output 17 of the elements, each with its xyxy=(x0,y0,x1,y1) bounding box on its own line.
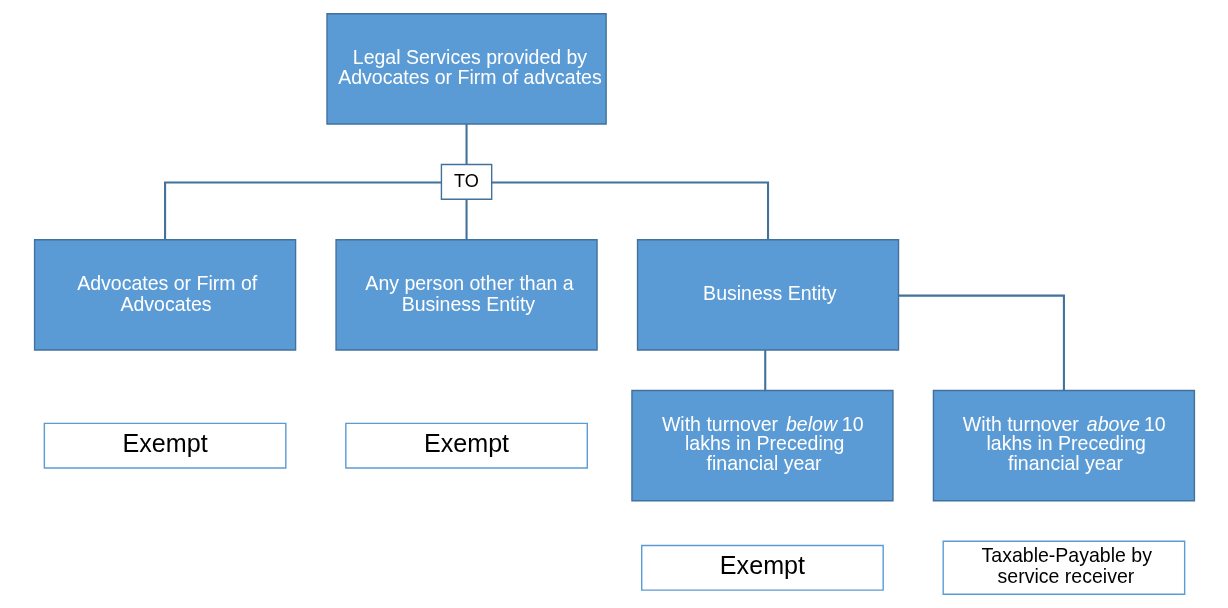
node-box: Legal Services provided by Advocates or Firm of advcates xyxy=(325,13,607,125)
node-box: TO xyxy=(440,163,492,200)
node-box: With turnover below 10 lakhs in Preceding financial year xyxy=(630,389,894,502)
connector xyxy=(898,294,1065,391)
node-box: Exempt xyxy=(640,544,884,591)
connector xyxy=(465,199,468,240)
connector xyxy=(763,350,766,391)
connector xyxy=(465,124,468,165)
node-box: Any person other than a Business Entity xyxy=(334,239,598,351)
connector xyxy=(491,181,769,240)
node-box: Exempt xyxy=(43,422,286,469)
connector xyxy=(163,181,441,240)
node-box: Taxable-Payable by service receiver xyxy=(942,540,1185,595)
node-box: Advocates or Firm of Advocates xyxy=(33,239,296,351)
node-box: Exempt xyxy=(344,422,588,469)
node-box: With turnover above 10 lakhs in Preceding financial year xyxy=(932,389,1195,502)
node-box: Business Entity xyxy=(636,239,899,351)
